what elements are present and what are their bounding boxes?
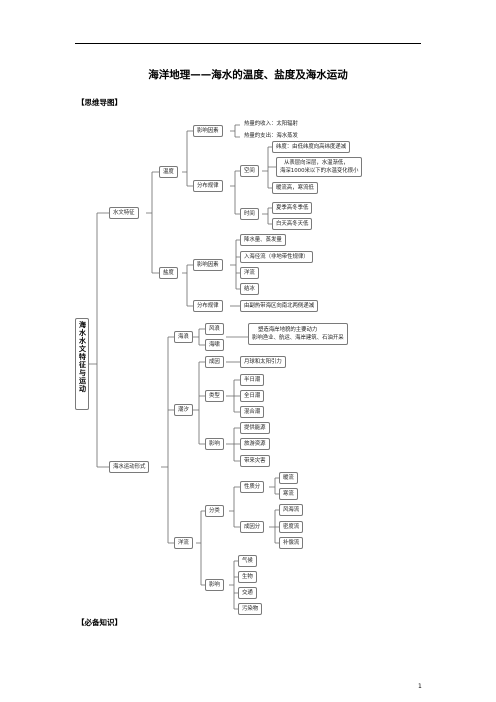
node-climate: 气候 xyxy=(238,555,257,567)
node-tsunami: 海啸 xyxy=(205,339,224,351)
node-waves: 海浪 xyxy=(174,331,193,343)
node-depth: 从表层向深层，水温渐低， 海深1000米以下的水温变化很小 xyxy=(276,157,363,177)
node-classification: 分类 xyxy=(205,505,224,517)
node-compensation-current: 补偿流 xyxy=(279,537,304,549)
node-ice: 结冰 xyxy=(240,283,259,295)
node-current-temp: 暖流高，寒流低 xyxy=(272,182,318,194)
node-wave-effect-line2: 影响渔业、航运、海岸建筑、石油开采 xyxy=(252,335,344,341)
node-disaster: 带来灾害 xyxy=(240,455,270,467)
root-node: 海水水文特征与运动 xyxy=(75,318,89,410)
node-temp-distribution: 分布规律 xyxy=(193,180,223,192)
node-by-origin: 成因分 xyxy=(240,521,265,533)
node-tourism: 旅游资源 xyxy=(240,438,270,450)
node-mixed-tide: 混合潮 xyxy=(240,406,265,418)
node-seawater-motion: 海水运动形式 xyxy=(109,461,150,473)
header-rule xyxy=(75,43,421,44)
node-wind-drift: 风海流 xyxy=(279,504,304,516)
node-transport: 交通 xyxy=(238,587,257,599)
node-wave-effects: 塑造海岸地貌的主要动力 影响渔业、航运、海岸建筑、石油开采 xyxy=(248,323,348,345)
node-time: 时间 xyxy=(240,208,259,220)
node-warm-current: 暖流 xyxy=(279,472,298,484)
node-biology: 生物 xyxy=(238,571,257,583)
node-temperature: 温度 xyxy=(159,166,178,178)
node-density-current: 密度流 xyxy=(279,521,304,533)
node-temp-factors: 影响因素 xyxy=(193,125,223,137)
node-heat-gain: 热量的收入：太阳辐射 xyxy=(240,118,302,130)
node-summer-winter: 夏季高冬季低 xyxy=(272,202,313,214)
node-pollution: 污染物 xyxy=(238,603,263,615)
node-wave-effect-line1: 塑造海岸地貌的主要动力 xyxy=(258,327,318,333)
node-hydrology-features: 水文特征 xyxy=(109,207,139,219)
root-label: 海水水文特征与运动 xyxy=(78,321,87,393)
node-depth-line2: 海深1000米以下的水温变化很小 xyxy=(280,168,359,174)
node-sal-distribution: 分布规律 xyxy=(193,300,223,312)
node-tide-cause-text: 月球和太阳引力 xyxy=(240,356,286,368)
node-space: 空间 xyxy=(240,165,259,177)
node-semidiurnal: 半日潮 xyxy=(240,374,265,386)
knowledge-heading: 【必备知识】 xyxy=(77,618,122,627)
node-tide-type: 类型 xyxy=(205,390,224,402)
node-cold-current: 寒流 xyxy=(279,488,298,500)
node-tide-cause: 成因 xyxy=(205,356,224,368)
node-energy: 提供能源 xyxy=(240,422,270,434)
page-title: 海洋地理——海水的温度、盐度及海水运动 xyxy=(148,69,348,81)
node-sal-rule: 由副热带海区向南北两侧递减 xyxy=(240,300,319,312)
node-current-impact: 影响 xyxy=(205,579,224,591)
node-day-night: 白天高冬天低 xyxy=(272,218,313,230)
mind-map-heading: 【思维导图】 xyxy=(77,98,122,107)
page-number: 1 xyxy=(418,683,422,690)
node-runoff: 入海径流（非地带性规律） xyxy=(240,251,313,263)
node-evaporation: 降水量、蒸发量 xyxy=(240,234,286,246)
node-tide-impact: 影响 xyxy=(205,438,224,450)
node-tide: 潮汐 xyxy=(174,404,193,416)
node-sal-factors: 影响因素 xyxy=(193,259,223,271)
node-by-nature: 性质分 xyxy=(240,481,265,493)
node-depth-line1: 从表层向深层，水温渐低， xyxy=(284,160,349,166)
node-latitude: 纬度：由低纬度向高纬度递减 xyxy=(272,141,351,153)
node-salinity: 盐度 xyxy=(159,267,178,279)
node-sal-ocean-current: 洋流 xyxy=(240,267,259,279)
node-wind-wave: 风浪 xyxy=(205,323,224,335)
node-diurnal: 全日潮 xyxy=(240,390,265,402)
node-ocean-current: 洋流 xyxy=(174,537,193,549)
node-heat-loss: 热量的支出：海水蒸发 xyxy=(240,130,302,142)
